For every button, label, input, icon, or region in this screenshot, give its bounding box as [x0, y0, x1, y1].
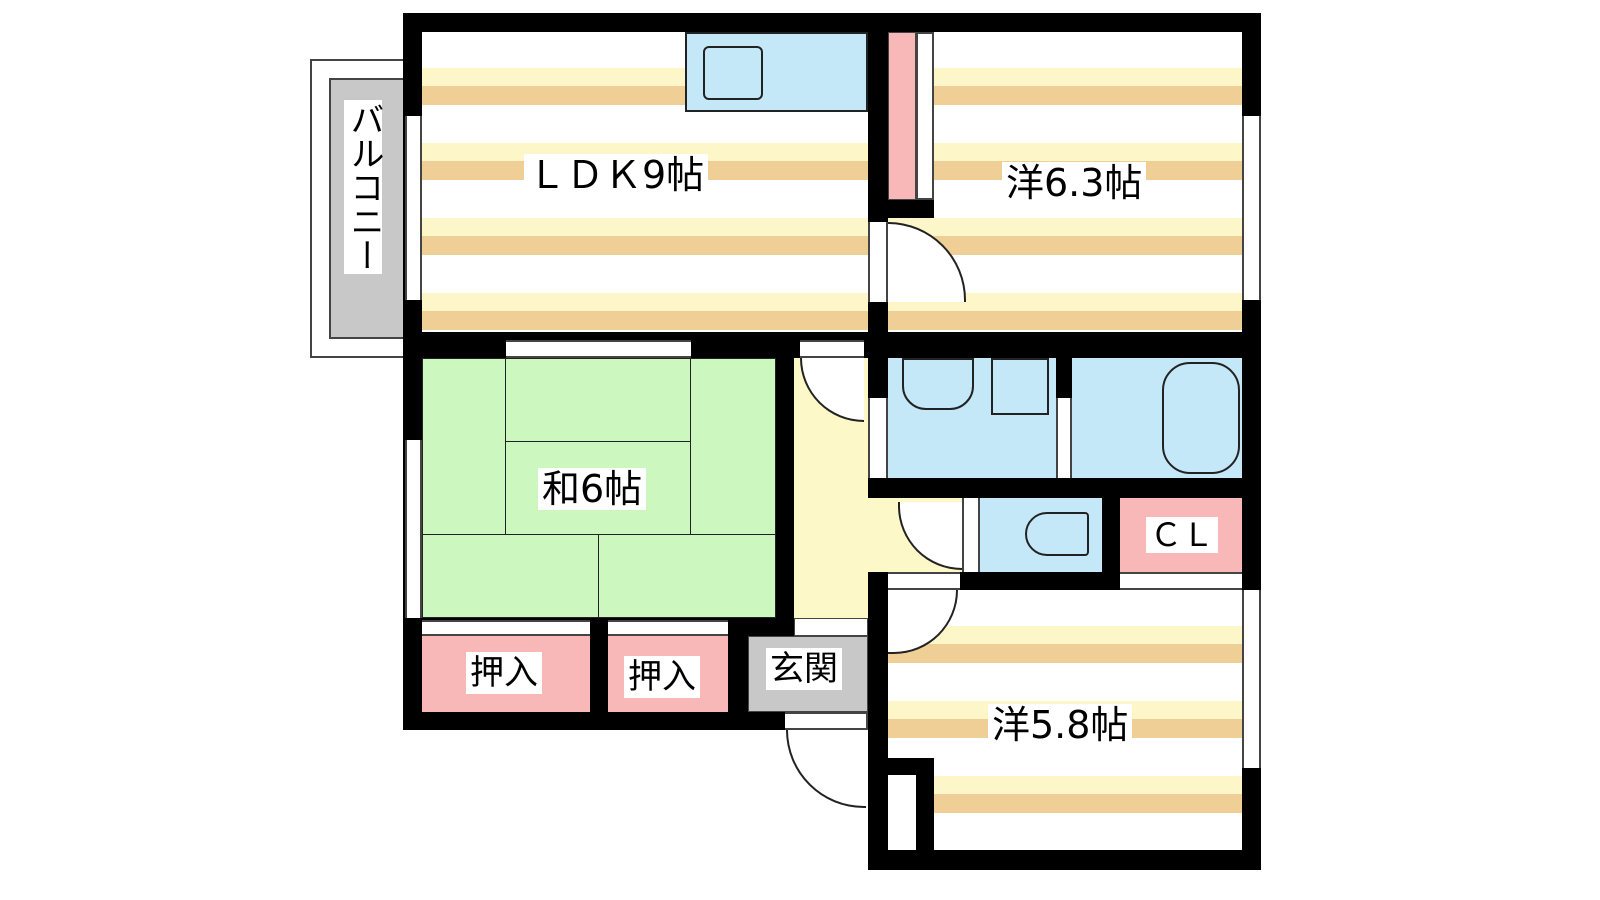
room-washitsu-label: 和6帖 — [538, 468, 647, 510]
closet-2-label: 押入 — [624, 656, 700, 698]
front-door-frame — [785, 712, 868, 730]
closet-door — [916, 32, 934, 200]
tatami — [422, 358, 506, 535]
closet-cl-label: ＣＬ — [1146, 517, 1219, 553]
front-door[interactable] — [786, 730, 866, 808]
tatami — [598, 534, 776, 618]
entrance-step — [794, 618, 868, 636]
tatami — [690, 358, 776, 535]
tatami — [422, 534, 599, 618]
door-bath[interactable] — [1056, 398, 1072, 478]
washbasin-icon — [902, 358, 974, 410]
washing-machine-icon — [991, 358, 1049, 415]
closet-shelf-space — [934, 32, 974, 68]
closet-1-label: 押入 — [466, 652, 542, 694]
closet-2-doors[interactable] — [608, 620, 728, 636]
bathtub-icon — [1162, 362, 1240, 474]
balcony-label: バルコニー — [344, 100, 384, 274]
door-washroom[interactable] — [868, 398, 888, 478]
tatami — [505, 358, 691, 442]
room-ldk-label: ＬＤＫ9帖 — [524, 154, 709, 196]
window-west1-east — [1242, 116, 1261, 300]
room-west2-label: 洋5.8帖 — [988, 704, 1133, 746]
window-ldk-west — [405, 116, 422, 300]
window-west2-east — [1242, 590, 1261, 768]
closet-1-doors[interactable] — [422, 620, 590, 636]
door-ldk-hall-frame — [800, 340, 864, 358]
room-west1-label: 洋6.3帖 — [1002, 162, 1147, 204]
toilet-icon — [1025, 512, 1089, 556]
door-toilet-frame — [962, 498, 980, 572]
sliding-door-washitsu[interactable] — [506, 340, 691, 358]
pipe-space — [888, 775, 916, 850]
door-ldk-west1-frame — [868, 222, 888, 302]
wall — [888, 200, 934, 218]
closet-cl-doors[interactable] — [1120, 572, 1242, 590]
entrance-label: 玄関 — [766, 648, 842, 690]
closet-west1 — [888, 32, 916, 200]
window-washitsu-west — [405, 440, 422, 618]
sink-icon — [703, 46, 763, 100]
door-west2-frame — [888, 572, 960, 590]
